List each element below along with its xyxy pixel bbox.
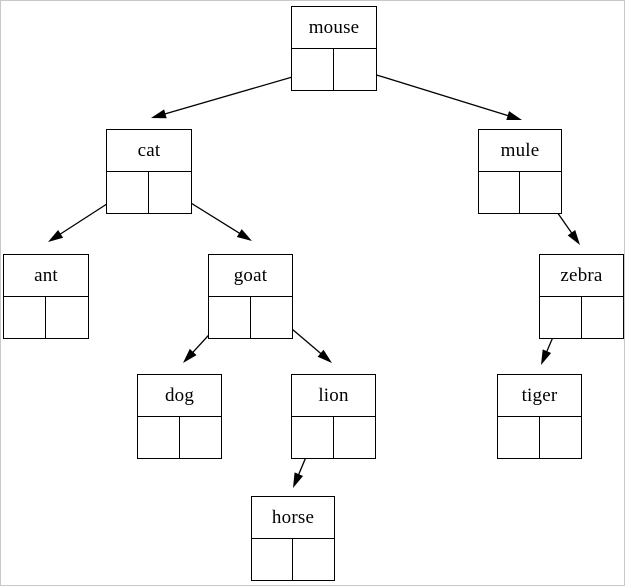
edge-arrowhead <box>317 349 332 363</box>
node-pointers-lion <box>292 416 376 459</box>
left-pointer-cell-lion <box>292 416 334 458</box>
tree-node-goat[interactable]: goat <box>208 254 293 339</box>
tree-node-lion[interactable]: lion <box>291 374 376 459</box>
node-pointers-mule <box>479 171 561 214</box>
node-label-tiger: tiger <box>498 375 581 417</box>
node-label-lion: lion <box>292 375 375 417</box>
tree-node-ant[interactable]: ant <box>3 254 89 339</box>
left-pointer-cell-zebra <box>540 296 582 338</box>
left-pointer-cell-tiger <box>498 416 540 458</box>
node-label-mule: mule <box>479 130 561 172</box>
tree-node-tiger[interactable]: tiger <box>497 374 582 459</box>
right-pointer-cell-cat <box>149 172 191 214</box>
edge-arrowhead <box>293 472 304 488</box>
tree-node-mouse[interactable]: mouse <box>291 6 377 91</box>
tree-node-dog[interactable]: dog <box>137 374 222 459</box>
right-pointer-cell-horse <box>293 539 334 581</box>
left-pointer-cell-ant <box>4 296 46 338</box>
node-pointers-mouse <box>292 48 376 91</box>
node-label-horse: horse <box>252 497 334 539</box>
right-pointer-cell-zebra <box>582 297 624 339</box>
left-pointer-cell-cat <box>107 171 149 213</box>
node-pointers-goat <box>209 296 293 339</box>
edge-arrowhead <box>541 349 552 365</box>
left-pointer-cell-horse <box>252 538 293 580</box>
tree-node-cat[interactable]: cat <box>106 129 192 214</box>
edge-arrowhead <box>48 229 64 242</box>
edge-arrowhead <box>567 230 580 245</box>
right-pointer-cell-mule <box>520 172 561 214</box>
node-label-zebra: zebra <box>540 255 623 297</box>
tree-node-mule[interactable]: mule <box>478 129 562 214</box>
left-pointer-cell-mule <box>479 171 520 213</box>
right-pointer-cell-tiger <box>540 417 582 459</box>
edge-arrowhead <box>183 348 197 363</box>
node-label-goat: goat <box>209 255 292 297</box>
node-pointers-zebra <box>540 296 624 339</box>
node-pointers-cat <box>107 171 191 214</box>
right-pointer-cell-lion <box>334 417 376 459</box>
node-label-cat: cat <box>107 130 191 172</box>
edge-arrowhead <box>151 109 167 119</box>
tree-node-zebra[interactable]: zebra <box>539 254 624 339</box>
node-pointers-tiger <box>498 416 582 459</box>
left-pointer-cell-mouse <box>292 48 334 90</box>
right-pointer-cell-dog <box>180 417 222 459</box>
node-pointers-ant <box>4 296 88 339</box>
tree-node-horse[interactable]: horse <box>251 496 335 581</box>
right-pointer-cell-ant <box>46 297 88 339</box>
tree-edge-mouse-cat <box>151 70 314 119</box>
node-label-mouse: mouse <box>292 7 376 49</box>
node-pointers-horse <box>252 538 334 581</box>
left-pointer-cell-goat <box>209 296 251 338</box>
node-pointers-dog <box>138 416 222 459</box>
node-label-dog: dog <box>138 375 221 417</box>
edge-arrowhead <box>506 111 522 120</box>
right-pointer-cell-goat <box>251 297 293 339</box>
edge-line <box>353 67 511 118</box>
left-pointer-cell-dog <box>138 416 180 458</box>
edge-arrowhead <box>236 229 252 241</box>
node-label-ant: ant <box>4 255 88 297</box>
right-pointer-cell-mouse <box>334 49 376 91</box>
tree-edge-mouse-mule <box>353 67 522 120</box>
